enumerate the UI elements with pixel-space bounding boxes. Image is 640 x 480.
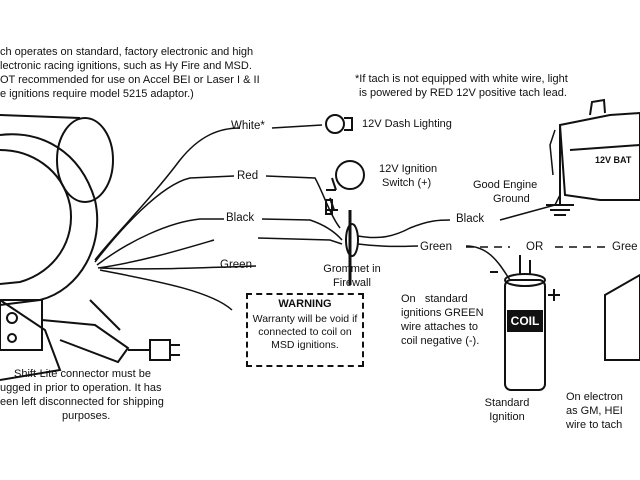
intro-line-3: OT recommended for use on Accel BEI or L…	[0, 74, 260, 86]
ignition-switch-label-1: 12V Ignition	[379, 163, 438, 175]
green-wire-label-2: Green	[420, 241, 452, 253]
coil-note-2: ignitions GREEN	[401, 307, 484, 319]
harness	[94, 127, 241, 261]
black-wire-label-2: Black	[456, 213, 485, 225]
ground-symbol	[546, 195, 574, 216]
red-wire	[265, 175, 341, 229]
electronic-note-2: as GM, HEI	[566, 405, 623, 417]
battery	[558, 111, 640, 201]
black-wire	[261, 218, 343, 241]
shift-lite-note-4: purposes.	[62, 410, 111, 422]
note-line-1: *If tach is not equipped with white wire…	[355, 73, 568, 85]
battery-label: 12V BAT	[595, 155, 632, 165]
intro-line-4: e ignitions require model 5215 adaptor.)	[0, 88, 194, 100]
standard-ignition-label-1: Standard	[484, 397, 530, 409]
warning-title: WARNING	[278, 298, 332, 310]
tach-face-ring	[0, 149, 72, 285]
shift-lite-plug	[149, 339, 171, 361]
tach-cup	[56, 117, 114, 203]
shift-lite-note-2: ugged in prior to operation. It has	[0, 382, 162, 394]
green-wire	[257, 237, 343, 245]
intro-line-2: lectronic racing ignitions, such as Hy F…	[0, 60, 252, 72]
black-wire-label: Black	[226, 212, 255, 224]
white-wire	[271, 124, 323, 129]
or-label: OR	[526, 241, 544, 253]
shift-lite-note-3: een left disconnected for shipping	[0, 396, 164, 408]
warning-body: Warranty will be void if connected to co…	[252, 313, 358, 351]
green-wire-label: Green	[220, 259, 252, 271]
intro-line-1: ch operates on standard, factory electro…	[0, 46, 254, 58]
coil-body	[504, 279, 546, 391]
coil-note-4: coil negative (-).	[401, 335, 480, 347]
ignition-switch	[335, 160, 365, 190]
green-wire-label-3: Gree	[612, 241, 638, 253]
tach-housing	[0, 133, 99, 306]
white-wire-label: White*	[231, 120, 265, 132]
grommet	[345, 223, 359, 257]
ground-label-1: Good Engine	[473, 179, 538, 191]
shift-lite-note-1: Shift-Lite connector must be	[14, 368, 151, 380]
red-wire-label: Red	[237, 170, 259, 182]
grommet-label-1: Grommet in	[323, 263, 381, 275]
electronic-note-3: wire to tach	[566, 419, 623, 431]
warning-box: WARNING Warranty will be void if connect…	[246, 293, 364, 367]
grommet-label-2: Firewall	[333, 277, 371, 289]
coil-note-3: wire attaches to	[401, 321, 479, 333]
coil-note-1: On standard	[401, 293, 468, 305]
electronic-note-1: On electron	[566, 391, 623, 403]
ground-label-2: Ground	[493, 193, 530, 205]
ignition-switch-label-2: Switch (+)	[382, 177, 432, 189]
note-line-2: is powered by RED 12V positive tach lead…	[359, 87, 567, 99]
coil-label: COIL	[510, 314, 540, 328]
dash-bulb	[325, 114, 345, 134]
tach-bracket	[0, 299, 43, 351]
standard-ignition-label-2: Ignition	[489, 411, 525, 423]
dash-lighting-label: 12V Dash Lighting	[362, 118, 452, 130]
electronic-module	[604, 273, 640, 361]
